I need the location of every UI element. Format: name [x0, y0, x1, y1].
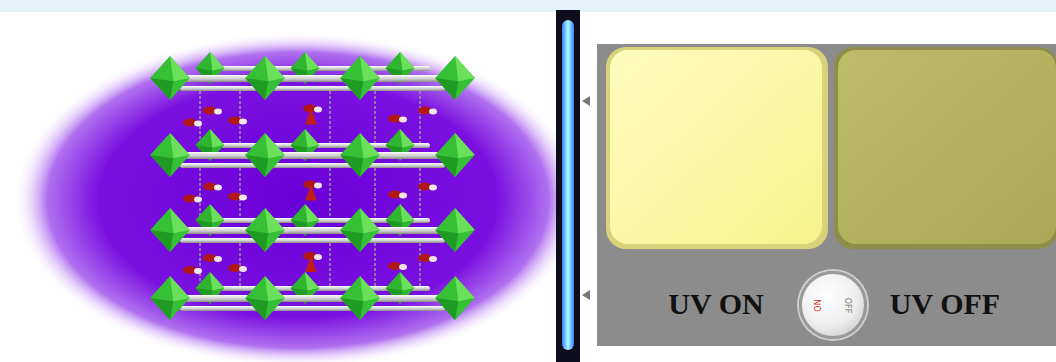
octahedron [340, 208, 380, 252]
bond-rod [329, 86, 331, 147]
guest-molecule [228, 193, 247, 201]
bond-rod [199, 163, 201, 222]
sample-label: UV ON [668, 287, 763, 321]
bond-rod [329, 163, 331, 222]
bond-rod [170, 295, 455, 302]
bond-rod [199, 86, 201, 147]
guest-molecule [203, 107, 222, 115]
lamp-housing [556, 10, 580, 362]
lamp-clip [582, 96, 590, 106]
purple-glow [13, 32, 583, 362]
bond-rod [180, 163, 445, 168]
bond-rod [329, 238, 331, 290]
octahedron [150, 208, 190, 252]
guest-molecule [418, 183, 437, 191]
guest-molecule [418, 107, 437, 115]
guest-molecule [305, 256, 317, 272]
octahedron [435, 133, 475, 177]
bond-rod [239, 238, 241, 290]
octahedron [150, 56, 190, 100]
bond-rod [180, 306, 445, 311]
crystal-structure [150, 52, 475, 320]
guest-molecule [203, 183, 222, 191]
sample-label: UV OFF [890, 287, 1000, 321]
guest-molecule [228, 117, 247, 125]
bond-rod [419, 86, 421, 147]
bond-rod [419, 163, 421, 222]
guest-molecule [303, 105, 322, 113]
guest-molecule [388, 191, 407, 199]
octahedron [245, 208, 285, 252]
bond-rod [180, 86, 445, 91]
bond-rod [374, 163, 376, 222]
uv-lamp-tube [562, 20, 574, 350]
bond-rod [419, 238, 421, 290]
sample-panel [597, 44, 1056, 346]
guest-molecule [303, 252, 322, 260]
sample-uv-off [838, 50, 1056, 244]
bond-rod [239, 163, 241, 222]
octahedron [340, 276, 380, 320]
top-strip [0, 0, 1056, 12]
guest-molecule [228, 264, 247, 272]
guest-molecule [183, 119, 202, 127]
bond-rod [374, 238, 376, 290]
guest-molecule [203, 254, 222, 262]
switch-text: ON [814, 299, 823, 311]
guest-molecule [303, 181, 322, 189]
octahedron [340, 56, 380, 100]
octahedron [150, 133, 190, 177]
bond-rod [180, 238, 445, 243]
guest-molecule [183, 195, 202, 203]
octahedron [245, 56, 285, 100]
switch-text: OFF [844, 297, 853, 313]
uv-switch: ON OFF [799, 271, 867, 339]
guest-molecule [418, 254, 437, 262]
octahedron [435, 276, 475, 320]
guest-molecule [183, 266, 202, 274]
bond-rod [170, 75, 455, 82]
guest-molecule [388, 262, 407, 270]
octahedron [435, 208, 475, 252]
octahedron [245, 276, 285, 320]
bond-rod [170, 227, 455, 234]
bond-rod [170, 152, 455, 159]
octahedron [245, 133, 285, 177]
octahedron [150, 276, 190, 320]
sample-edge [834, 47, 1056, 249]
octahedron [340, 133, 380, 177]
bond-rod [199, 238, 201, 290]
octahedron [435, 56, 475, 100]
sample-edge [606, 47, 828, 249]
guest-molecule [305, 185, 317, 201]
guest-molecule [305, 109, 317, 125]
sample-uv-on [610, 50, 822, 244]
lamp-clip [582, 290, 590, 300]
guest-molecule [388, 115, 407, 123]
bond-rod [239, 86, 241, 147]
bond-rod [374, 86, 376, 147]
